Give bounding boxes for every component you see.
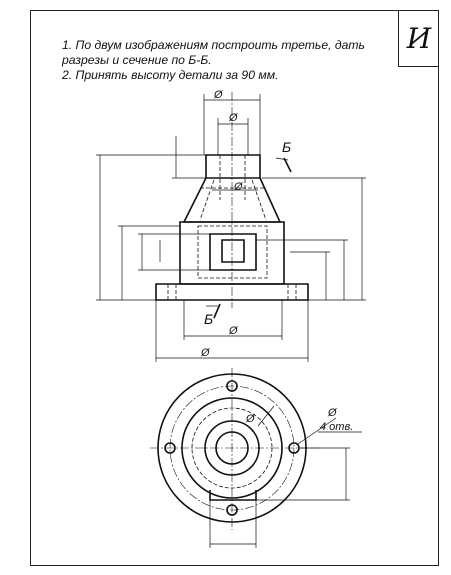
neck-circle [204, 420, 260, 476]
diameter-symbol: Ø [233, 181, 244, 193]
diameter-symbol: Ø [245, 413, 256, 425]
diameter-symbol: Ø [213, 89, 224, 101]
diameter-symbol: Ø [200, 347, 211, 359]
front-view [155, 92, 309, 308]
cavity-circle-hidden [191, 407, 273, 489]
leader-inner-diameter [257, 405, 275, 427]
sheet-frame [30, 10, 439, 566]
section-letter-top: Б [282, 139, 291, 155]
cut-stroke-top [283, 157, 292, 173]
section-marks: Б Б [204, 139, 292, 327]
diameter-symbol: Ø [228, 112, 239, 124]
task-line-2: разрезы и сечение по Б-Б. [62, 53, 212, 67]
body-circle [181, 397, 283, 499]
diameter-symbol: Ø [228, 325, 239, 337]
bore-circle [215, 431, 249, 465]
cut-arrow-top [275, 157, 289, 161]
top-view: Ø Ø 4 отв. [150, 368, 362, 548]
bolt-hole-top [226, 380, 238, 392]
task-line-3: 2. Принять высоту детали за 90 мм. [62, 68, 279, 82]
bolt-hole-right [288, 442, 300, 454]
bolt-circle [169, 385, 295, 511]
task-text: 1. По двум изображениям построить третье… [62, 38, 382, 83]
front-dimensions: Ø Ø Ø Ø Ø [96, 89, 366, 362]
cut-stroke-bottom [213, 303, 221, 319]
diameter-symbol: Ø [327, 407, 338, 419]
body-cavity-hidden [197, 225, 268, 279]
leader-holes [297, 417, 337, 445]
bolt-hole-left [164, 442, 176, 454]
cone-hidden-left [199, 179, 215, 221]
cone-hidden-right [251, 179, 267, 221]
variant-letter: И [398, 10, 439, 67]
holes-note: 4 отв. [320, 421, 353, 433]
neck-outline [205, 154, 261, 179]
window-inner [221, 239, 245, 263]
section-letter-bottom: Б [204, 311, 213, 327]
bolt-hole-bottom [226, 504, 238, 516]
task-line-1: 1. По двум изображениям построить третье… [62, 38, 365, 52]
window-boss-outline [209, 490, 257, 501]
window-outer [209, 233, 257, 271]
